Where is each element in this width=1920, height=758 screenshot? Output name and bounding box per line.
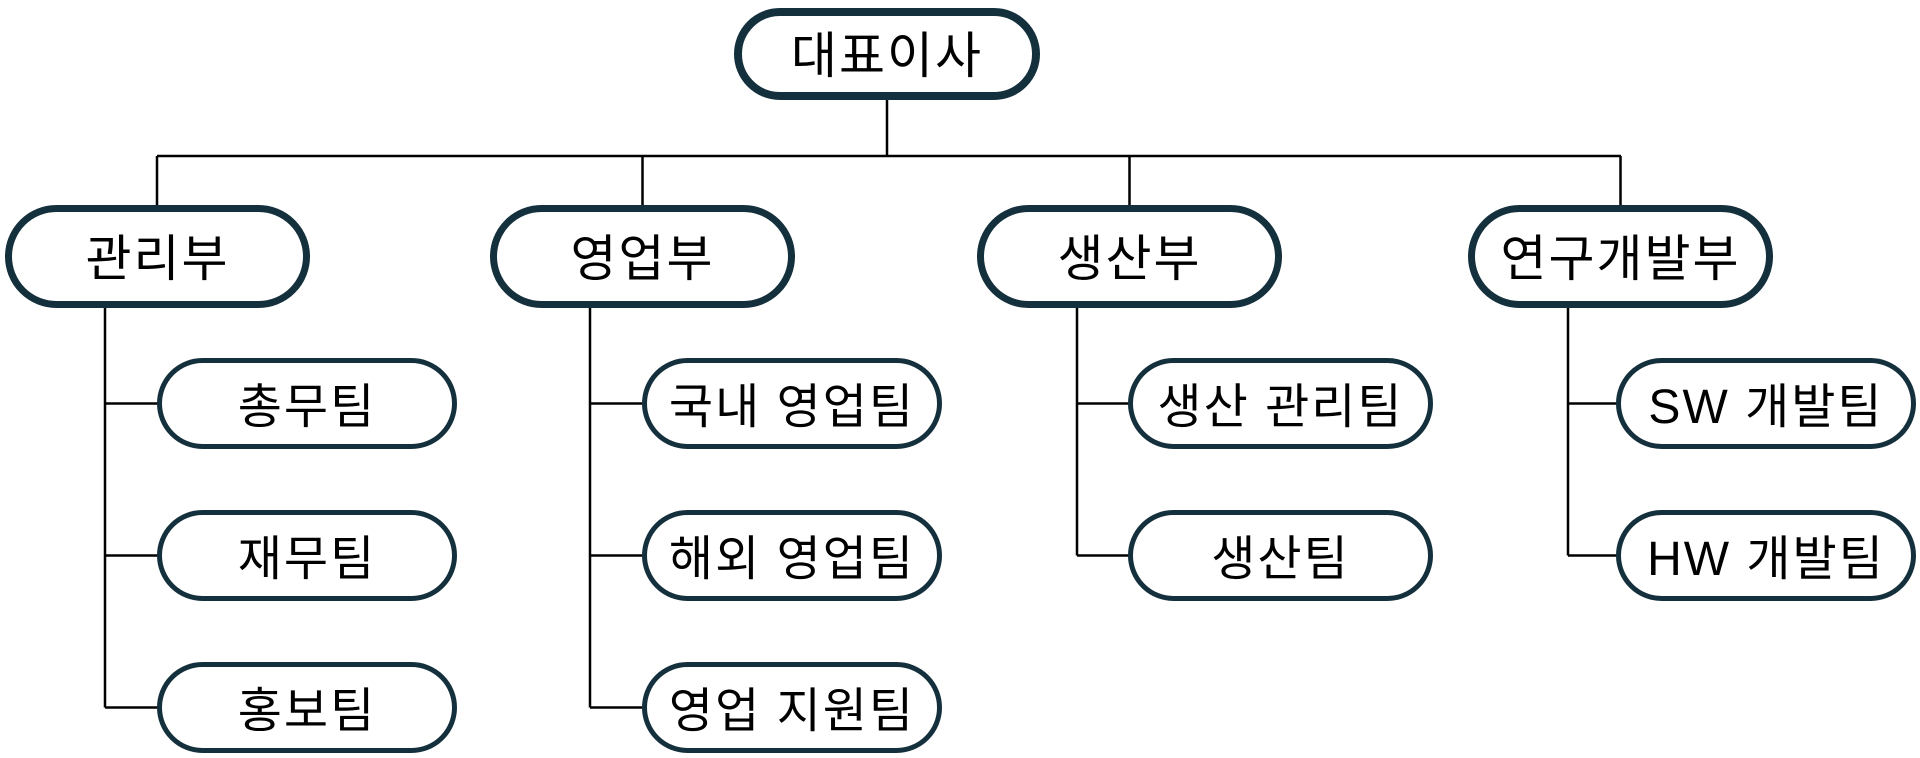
node-dept-management-label: 관리부 xyxy=(85,230,230,287)
node-team-sw-dev-label: SW 개발팀 xyxy=(1648,380,1884,434)
connector-rnd-branch xyxy=(1566,306,1619,557)
node-team-overseas-sales: 해외 영업팀 xyxy=(642,510,942,601)
node-team-hw-dev: HW 개발팀 xyxy=(1616,510,1916,601)
node-team-domestic-sales: 국내 영업팀 xyxy=(642,358,942,449)
node-dept-rnd-label: 연구개발부 xyxy=(1500,230,1741,287)
node-team-general-affairs: 총무팀 xyxy=(157,358,457,449)
connector-sales-branch xyxy=(588,306,645,709)
node-team-production-management: 생산 관리팀 xyxy=(1128,358,1433,449)
node-team-production: 생산팀 xyxy=(1128,510,1433,601)
node-dept-rnd: 연구개발부 xyxy=(1468,205,1773,308)
node-team-sw-dev: SW 개발팀 xyxy=(1616,358,1916,449)
connector-production-branch xyxy=(1075,306,1131,557)
node-team-domestic-sales-label: 국내 영업팀 xyxy=(668,380,916,434)
node-dept-sales: 영업부 xyxy=(490,205,795,308)
node-team-pr: 홍보팀 xyxy=(157,662,457,753)
node-team-production-label: 생산팀 xyxy=(1211,532,1350,586)
node-dept-production-label: 생산부 xyxy=(1057,230,1202,287)
node-team-overseas-sales-label: 해외 영업팀 xyxy=(668,532,916,586)
node-team-finance: 재무팀 xyxy=(157,510,457,601)
node-team-sales-support: 영업 지원팀 xyxy=(642,662,942,753)
connector-management-branch xyxy=(103,306,160,709)
node-team-general-affairs-label: 총무팀 xyxy=(237,380,377,434)
node-ceo-label: 대표이사 xyxy=(791,28,983,84)
node-team-pr-label: 홍보팀 xyxy=(237,684,377,738)
node-dept-management: 관리부 xyxy=(5,205,310,308)
node-team-hw-dev-label: HW 개발팀 xyxy=(1647,532,1885,586)
node-team-sales-support-label: 영업 지원팀 xyxy=(668,684,916,738)
connector-root-to-departments xyxy=(155,99,1622,206)
node-team-finance-label: 재무팀 xyxy=(237,532,377,586)
node-dept-production: 생산부 xyxy=(977,205,1282,308)
node-dept-sales-label: 영업부 xyxy=(570,230,715,287)
node-ceo: 대표이사 xyxy=(734,8,1040,100)
node-team-production-management-label: 생산 관리팀 xyxy=(1157,380,1404,434)
